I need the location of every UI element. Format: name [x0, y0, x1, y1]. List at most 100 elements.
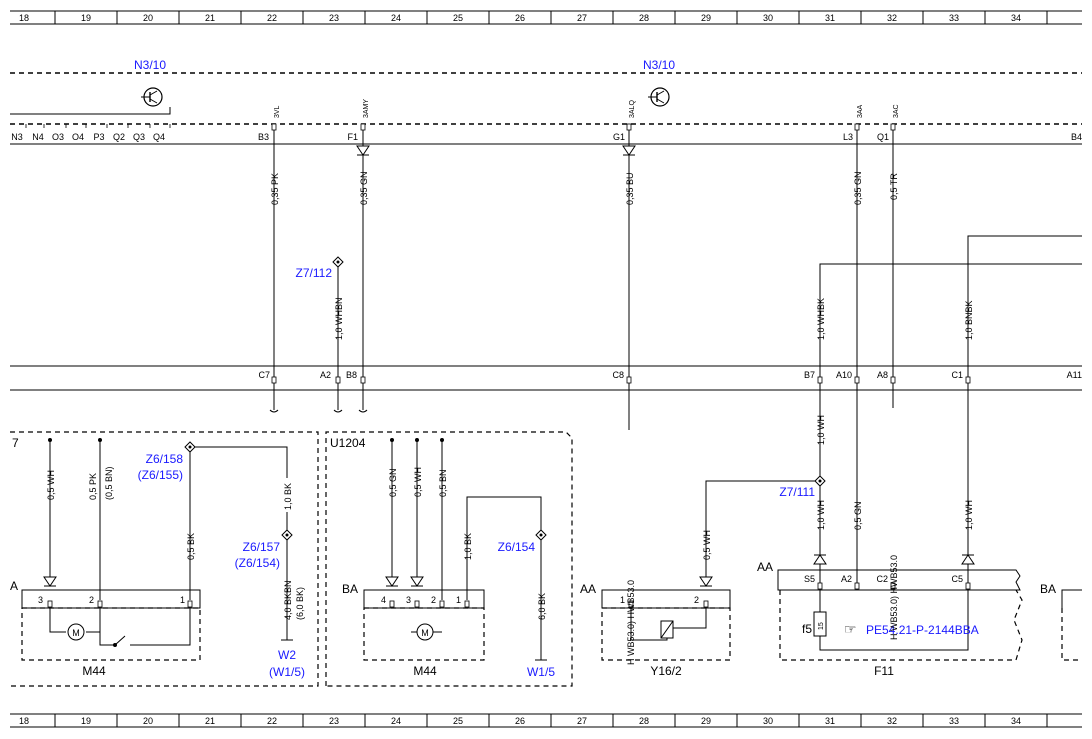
pin-number: 2: [694, 595, 699, 605]
pin-s5: S5: [804, 574, 815, 584]
module-label-right[interactable]: N3/10: [643, 58, 675, 72]
motor-icon: M: [67, 623, 85, 641]
wire-label: 1,0 BNBK: [964, 300, 974, 340]
pin-b8: B8: [346, 370, 357, 380]
pin-a11: A11: [1067, 370, 1082, 380]
bus-pin: N4: [32, 132, 44, 142]
ruler-label: 33: [949, 13, 959, 23]
ruler-label: 23: [329, 13, 339, 23]
wire-label: 1,0 BK: [283, 483, 293, 510]
wire-label: 1,0 WHBN: [334, 297, 344, 340]
ground-w1-5[interactable]: W1/5: [527, 665, 555, 679]
bus-pin: Q2: [113, 132, 125, 142]
pin-c2: C2: [876, 574, 888, 584]
splice-node: [184, 441, 196, 453]
pin-g1: G1: [613, 132, 625, 142]
ref-pe54[interactable]: PE54.21-P-2144BBA: [866, 623, 979, 637]
wire-label: 0,5 PK: [88, 473, 98, 500]
component-label-y16-2: Y16/2: [650, 664, 682, 678]
ruler-label: 29: [701, 716, 711, 726]
wire-label: 1,0 BK: [463, 533, 473, 560]
prefix-a: A: [10, 579, 18, 593]
ruler-label: 28: [639, 716, 649, 726]
wire-label: (6,0 BK): [295, 587, 305, 620]
bus-pin: O3: [52, 132, 64, 142]
pin-c7: C7: [258, 370, 270, 380]
pin-number: 1: [620, 595, 625, 605]
wire-label: 0,5 WH: [46, 470, 56, 500]
bus-pin: N3: [11, 132, 23, 142]
ground-w2[interactable]: W2: [278, 648, 296, 662]
pin-l3: L3: [843, 132, 853, 142]
wire-label: 1,0 WH: [964, 500, 974, 530]
wire-label: 1,0 WHBK: [816, 298, 826, 340]
splice-z7-111[interactable]: Z7/111: [779, 485, 815, 499]
module-u1204: U1204: [330, 436, 366, 450]
ruler-label: 23: [329, 716, 339, 726]
ruler-label: 34: [1011, 13, 1021, 23]
pin-code: 3ALQ: [629, 100, 636, 118]
wire-label: 4,0 BKBN: [283, 580, 293, 620]
wire-label: 0,5 WH: [413, 467, 423, 497]
module-n3-10: N3/10 N3/10 N3 N4 O3 O4 P3 Q2 Q3 Q4 B3 F…: [10, 58, 1082, 145]
fuse-label-f5: f5: [802, 622, 812, 636]
ref-hwb: H WB53.0) HWB53.0: [889, 555, 899, 640]
pin-b3: B3: [258, 132, 269, 142]
ruler-label: 27: [577, 716, 587, 726]
wire-label: 0,5 WH: [702, 530, 712, 560]
enclosure-left: 7: [10, 431, 319, 687]
ruler-label: 21: [205, 716, 215, 726]
splice-z7-112[interactable]: Z7/112: [296, 266, 333, 280]
bus-pin: O4: [72, 132, 84, 142]
splice-node: [535, 529, 547, 541]
splice-z6-157[interactable]: Z6/157: [243, 540, 281, 554]
wire-label: 1,0 WH: [816, 415, 826, 445]
component-label-m44: M44: [82, 664, 106, 678]
ruler-label: 25: [453, 716, 463, 726]
prefix-ba: BA: [342, 582, 358, 596]
component-m44: [21, 607, 201, 661]
pin-code: 3AA: [857, 104, 864, 118]
pin-a8: A8: [877, 370, 888, 380]
ruler-label: 33: [949, 716, 959, 726]
prefix-aa: AA: [757, 560, 773, 574]
ruler-label: 26: [515, 716, 525, 726]
ruler-label: 19: [81, 13, 91, 23]
wire-label: 0,5 BN: [438, 469, 448, 497]
pointing-hand-icon: ☞: [844, 621, 857, 637]
module-label-left[interactable]: N3/10: [134, 58, 166, 72]
splice-z6-155[interactable]: (Z6/155): [138, 468, 183, 482]
pin-number: 1: [180, 595, 185, 605]
wire-label: 0,35 BU: [625, 172, 635, 205]
splice-z6-158[interactable]: Z6/158: [146, 452, 184, 466]
component-label-m44: M44: [413, 664, 437, 678]
ruler-label: 34: [1011, 716, 1021, 726]
component-label-f11: F11: [874, 664, 894, 678]
pin-b7: B7: [804, 370, 815, 380]
pin-code: 3AC: [893, 104, 900, 118]
wire-label: 6,0 BK: [537, 593, 547, 620]
wire-label: 0,5 GN: [853, 501, 863, 530]
sheet-ref: 7: [12, 436, 19, 450]
splice-z6-154[interactable]: Z6/154: [498, 540, 536, 554]
wire-label: 0,5 TR: [889, 173, 899, 200]
ruler-label: 19: [81, 716, 91, 726]
ruler-label: 31: [825, 716, 835, 726]
prefix-ba: BA: [1040, 582, 1056, 596]
splice-z6-154-alt[interactable]: (Z6/154): [235, 556, 280, 570]
ruler-label: 22: [267, 13, 277, 23]
pin-c1: C1: [951, 370, 963, 380]
ground-w1-5-alt[interactable]: (W1/5): [269, 665, 305, 679]
ruler-label: 30: [763, 13, 773, 23]
bus-pin: Q4: [153, 132, 165, 142]
fuse-number: 15: [818, 622, 825, 630]
splice-node: [281, 529, 293, 541]
wire-label: 1,0 WH: [816, 500, 826, 530]
ruler-label: 29: [701, 13, 711, 23]
svg-text:M: M: [421, 628, 429, 638]
wire-label: 0,35 PK: [270, 173, 280, 205]
splice-node: [332, 256, 344, 268]
ruler-label: 22: [267, 716, 277, 726]
enclosure-u1204: [325, 431, 573, 687]
